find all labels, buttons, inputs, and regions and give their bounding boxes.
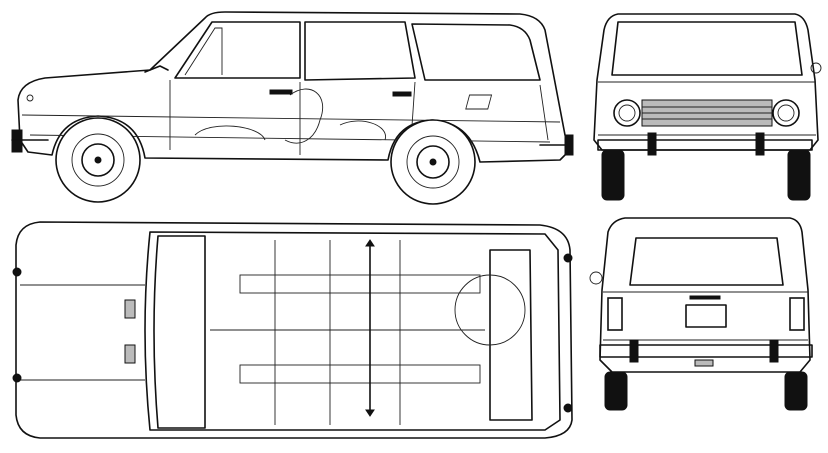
front-view [593, 13, 822, 201]
side-view [11, 11, 574, 205]
rear-view [589, 217, 813, 411]
top-view [12, 221, 573, 439]
